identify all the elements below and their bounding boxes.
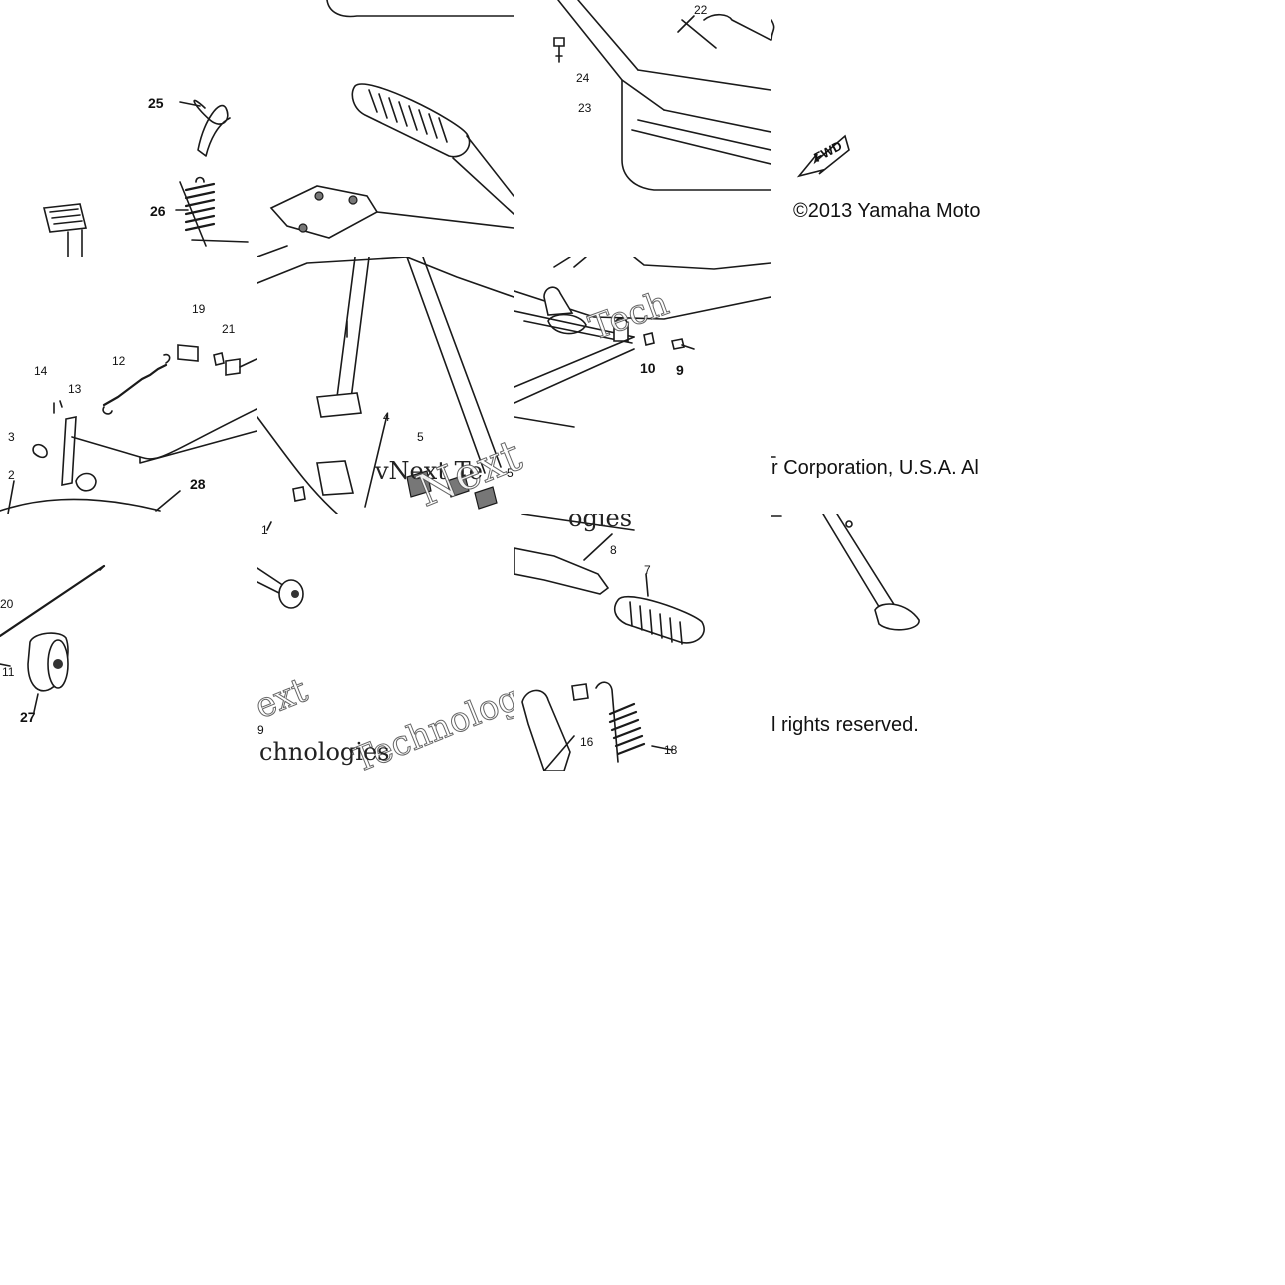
tile-shaft: 1 9 ext Technologies chnologies: [257, 514, 514, 771]
footrest-drawing: [257, 0, 514, 257]
main-stand-drawing: [257, 257, 514, 514]
callout-3: 3: [8, 430, 15, 444]
callout-19: 19: [192, 302, 206, 316]
tile-blank-r3c5: [1028, 514, 1285, 771]
callout-28: 28: [190, 476, 206, 492]
tile-footrest-top: [257, 0, 514, 257]
watermark-fragment-d: chnologies: [259, 738, 390, 766]
fwd-arrow-drawing: [771, 19, 850, 178]
frame-plate-drawing: [514, 257, 771, 428]
frame-top-drawing: [553, 0, 771, 191]
pedal-linkage-drawing: [0, 344, 257, 514]
tile-rod-damper: 20 11 27: [0, 514, 257, 771]
callout-20: 20: [0, 597, 14, 611]
nut-17-drawing: [771, 456, 776, 458]
copyright-part-3: l rights reserved.: [771, 714, 919, 736]
copyright-part-2: r Corporation, U.S.A. Al: [771, 457, 979, 479]
callout-12: 12: [112, 354, 126, 368]
copyright-part-1: ©2013 Yamaha Moto: [793, 200, 981, 222]
tile-footrest-kick: ogies 8 7 16 18: [514, 514, 771, 771]
brake-pedal-drawing: [43, 99, 249, 257]
callout-24: 24: [576, 71, 590, 85]
callout-14: 14: [34, 364, 48, 378]
callout-8: 8: [610, 543, 617, 557]
tile-copyright-2: 17 r Corporation, U.S.A. Al: [771, 257, 1028, 514]
tile-frame-top: 22 24 23: [514, 0, 771, 257]
callout-26: 26: [150, 203, 166, 219]
tile-blank-r1c5: [1028, 0, 1285, 257]
callout-27: 27: [20, 709, 36, 725]
callout-10: 10: [640, 360, 656, 376]
callout-9: 9: [676, 362, 684, 378]
callout-25: 25: [148, 95, 164, 111]
watermark-fragment-a: vNext Te: [375, 457, 483, 485]
tile-main-stand: 4 5 5 vNext Te: [257, 257, 514, 514]
callout-23: 23: [578, 101, 592, 115]
callout-2: 2: [8, 468, 15, 482]
footrest-kick-drawing: [514, 514, 705, 771]
callout-18: 18: [664, 743, 678, 757]
watermark-fragment-b: ogies: [568, 514, 633, 532]
callout-4: 4: [383, 410, 390, 424]
callout-13: 13: [68, 382, 82, 396]
rod-damper-drawing: [0, 564, 106, 713]
side-stand-drawing: [771, 514, 920, 631]
callout-21: 21: [222, 322, 236, 336]
callout-5b: 5: [507, 466, 514, 480]
callout-16: 16: [580, 735, 594, 749]
tile-fwd-copyright: FWD ©2013 Yamaha Moto: [771, 0, 1028, 257]
tile-frame-plate: 10 9 Tech: [514, 257, 771, 514]
callout-1: 1: [261, 523, 268, 537]
callout-9b: 9: [257, 723, 264, 737]
callout-5: 5: [417, 430, 424, 444]
tile-side-stand: 15 l rights reserved.: [771, 514, 1028, 771]
shaft-drawing: [257, 521, 304, 609]
callout-22: 22: [694, 3, 708, 17]
tile-brake-pedal: 25 26: [0, 0, 257, 257]
callout-7: 7: [644, 563, 651, 577]
callout-11: 11: [2, 665, 15, 679]
tile-blank-r2c5: 15: [1028, 257, 1285, 514]
tile-pedal-linkage: 19 21 12 14 13 3 2 28: [0, 257, 257, 514]
